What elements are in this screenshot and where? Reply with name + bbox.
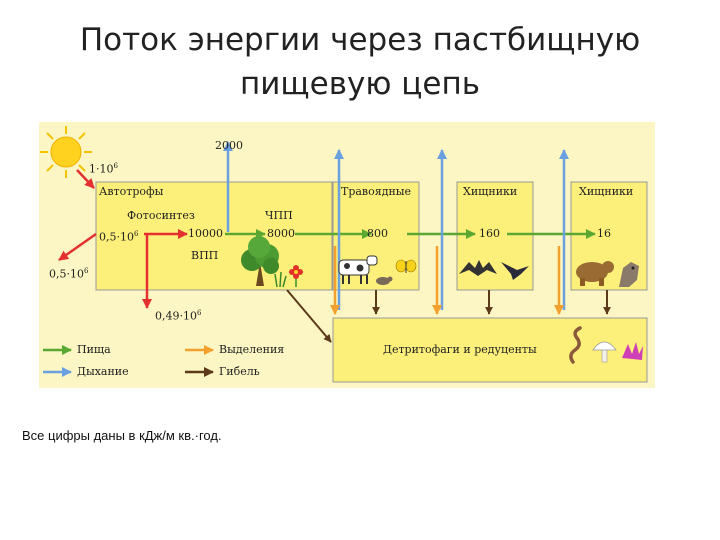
respiration-top-value: 2000: [215, 139, 243, 152]
fungus-icon: [622, 342, 643, 360]
autotrophs-label: Автотрофы: [99, 185, 164, 198]
butterfly-icon: [395, 259, 417, 273]
sun-input-arrow: [76, 169, 95, 189]
tree-icon: [241, 236, 279, 286]
legend-respiration-label: Дыхание: [77, 365, 129, 378]
legend-food-label: Пища: [77, 343, 111, 356]
owl-icon: [619, 262, 639, 287]
units-footnote: Все цифры даны в кДж/м кв.·год.: [22, 428, 222, 443]
gpp-label: ВПП: [191, 249, 219, 262]
decomposers-label: Детритофаги и редуценты: [383, 343, 537, 356]
npp-value: 8000: [267, 227, 295, 240]
npp-label: ЧПП: [265, 209, 293, 222]
reflected-arrow: [58, 232, 97, 262]
sun-input-value: 1·106: [89, 162, 118, 176]
legend-death-label: Гибель: [219, 365, 260, 378]
herbivores-value: 800: [367, 227, 388, 240]
carnivores2-value: 16: [597, 227, 611, 240]
reflected-value: 0,5·106: [49, 267, 89, 281]
bat-icon: [459, 260, 497, 276]
title-line-2: пищевую цепь: [240, 66, 480, 102]
grass-icon: [274, 271, 287, 288]
flower-icon: [289, 265, 303, 287]
energy-flow-diagram: 1·106 2000 Автотрофы Фотосинтез ЧПП 0,5·…: [39, 122, 655, 388]
death-arrow-autotrophs: [286, 289, 332, 343]
mouse-icon: [376, 276, 393, 285]
mushroom-icon: [592, 341, 617, 363]
gpp-value: 10000: [188, 227, 223, 240]
legend-excretion-label: Выделения: [219, 343, 285, 356]
not-used-value: 0,49·106: [155, 309, 202, 323]
absorbed-value: 0,5·106: [99, 230, 139, 244]
page-title: Поток энергии через пастбищную пищевую ц…: [0, 18, 720, 106]
herbivores-label: Травоядные: [341, 185, 412, 198]
photosynthesis-label: Фотосинтез: [127, 209, 195, 222]
carnivores1-label: Хищники: [463, 185, 518, 198]
bear-icon: [576, 261, 614, 286]
carnivores2-label: Хищники: [579, 185, 634, 198]
swallow-icon: [501, 262, 529, 280]
diagram-graphics: [40, 126, 648, 383]
sun-icon: [40, 126, 92, 178]
worm-icon: [569, 326, 582, 364]
cow-icon: [338, 255, 378, 284]
title-line-1: Поток энергии через пастбищную: [79, 22, 641, 58]
carnivores1-value: 160: [479, 227, 500, 240]
